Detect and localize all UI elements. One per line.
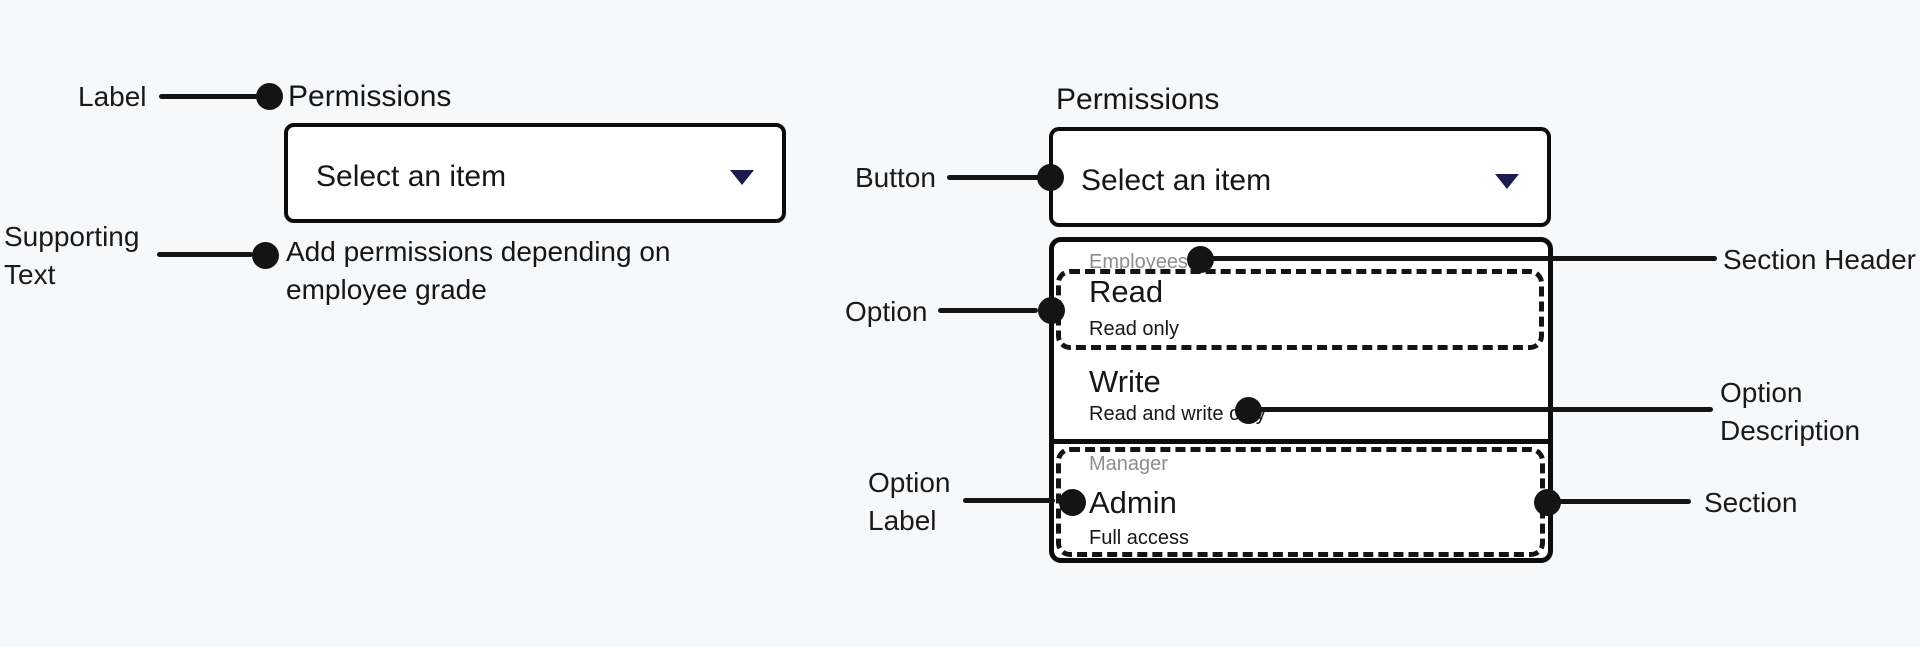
annotation-line — [1559, 499, 1691, 504]
option-description: Read only — [1089, 318, 1180, 340]
annotation-section: Section — [1704, 487, 1798, 518]
option-label: Admin — [1089, 485, 1177, 520]
chevron-down-icon — [1495, 174, 1519, 189]
annotation-dot-button — [1037, 164, 1064, 191]
option-description: Full access — [1089, 527, 1190, 549]
annotation-line — [963, 498, 1055, 503]
section-header: Employees — [1089, 251, 1188, 273]
option-description: Read and write only — [1089, 403, 1266, 425]
supporting-text: Add permissions depending on employee gr… — [286, 236, 671, 305]
annotation-line — [1210, 256, 1717, 261]
section-header: Manager — [1089, 453, 1168, 475]
annotation-dot-label — [256, 83, 283, 110]
annotation-option-label: Option Label — [868, 467, 951, 536]
chevron-down-icon — [730, 170, 754, 185]
annotation-line — [947, 175, 1040, 180]
option-label: Read — [1089, 274, 1164, 309]
annotation-label: Label — [78, 81, 147, 112]
dropdown-value: Select an item — [1081, 164, 1272, 197]
annotation-dot-option — [1038, 297, 1065, 324]
annotation-option: Option — [845, 296, 928, 327]
annotation-dot-option-label — [1059, 489, 1086, 516]
annotation-button: Button — [855, 162, 936, 193]
annotation-dot-option-description — [1235, 397, 1262, 424]
annotation-line — [157, 252, 253, 257]
annotation-dot-section — [1534, 489, 1561, 516]
dropdown-menu: Employees Read Read only Write Read and … — [1049, 237, 1553, 563]
annotation-section-header: Section Header — [1723, 244, 1917, 275]
annotation-option-description: Option Description — [1720, 377, 1861, 446]
annotation-supporting-text: Supporting Text — [4, 221, 140, 290]
menu-option-admin[interactable]: Admin Full access — [1089, 485, 1540, 550]
annotation-dot-section-header — [1187, 246, 1214, 273]
section-divider — [1054, 439, 1548, 444]
menu-section-manager: Manager Admin Full access — [1056, 447, 1545, 557]
dropdown-label: Permissions — [1056, 83, 1220, 116]
annotation-line — [1260, 407, 1713, 412]
dropdown-label: Permissions — [288, 80, 452, 113]
dropdown-button-closed[interactable]: Select an item — [284, 123, 786, 223]
annotation-line — [159, 94, 258, 99]
menu-option-read[interactable]: Read Read only — [1056, 269, 1544, 350]
dropdown-button-open[interactable]: Select an item — [1049, 127, 1551, 227]
annotation-line — [938, 308, 1038, 313]
dropdown-value: Select an item — [316, 160, 507, 193]
menu-option-write[interactable]: Write Read and write only — [1056, 356, 1544, 436]
annotation-dot-supporting-text — [252, 242, 279, 269]
option-label: Write — [1089, 364, 1161, 399]
